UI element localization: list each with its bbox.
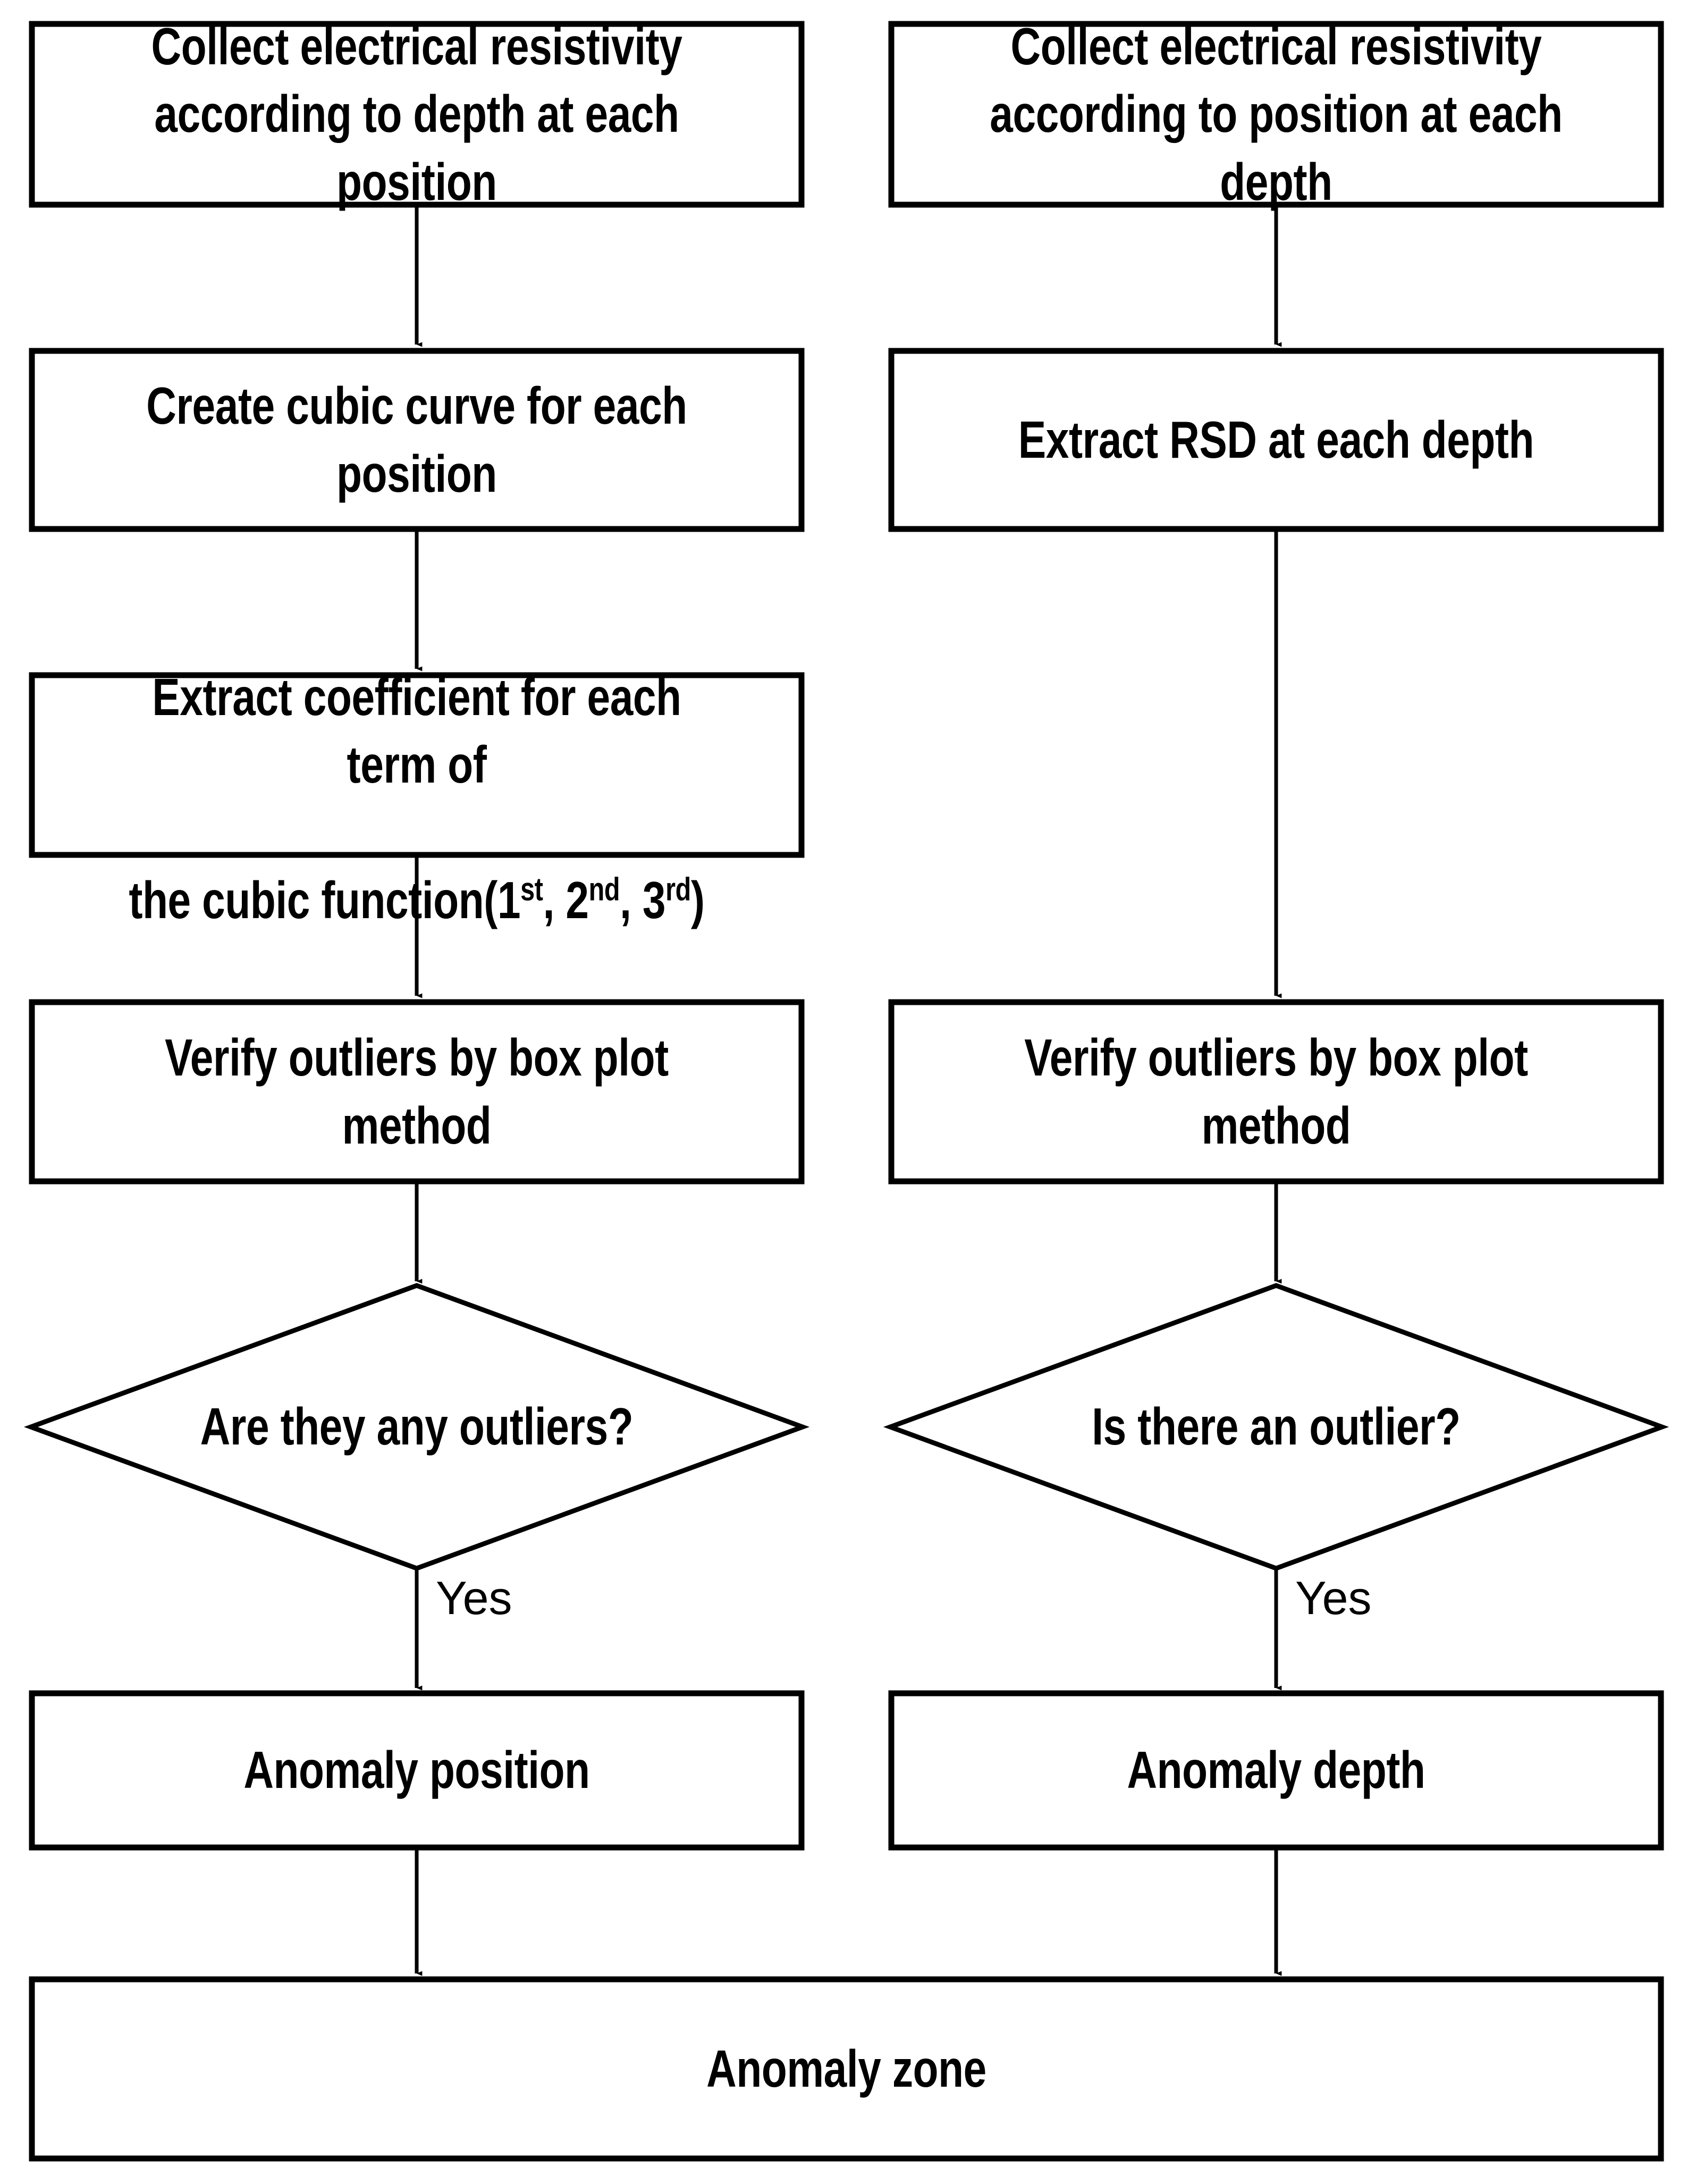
node-L3-extract-coefficient[interactable] <box>29 672 805 858</box>
node-R6-anomaly-depth[interactable] <box>888 1690 1664 1851</box>
node-R5-decision-outlier[interactable] <box>883 1283 1669 1571</box>
node-F1-anomaly-zone[interactable] <box>29 1976 1664 2162</box>
node-R4-verify-outliers[interactable] <box>888 999 1664 1185</box>
node-R1-collect-resistivity-position[interactable] <box>888 21 1664 208</box>
node-L4-verify-outliers[interactable] <box>29 999 805 1185</box>
node-L5-decision-outliers[interactable] <box>23 1283 810 1571</box>
edge-label-right-yes: Yes <box>1295 1572 1372 1624</box>
edge-label-left-yes: Yes <box>436 1572 512 1624</box>
node-L1-collect-resistivity-depth[interactable] <box>29 21 805 208</box>
node-L6-anomaly-position[interactable] <box>29 1690 805 1851</box>
node-L2-create-cubic-curve[interactable] <box>29 348 805 532</box>
node-R2-extract-rsd[interactable] <box>888 348 1664 532</box>
